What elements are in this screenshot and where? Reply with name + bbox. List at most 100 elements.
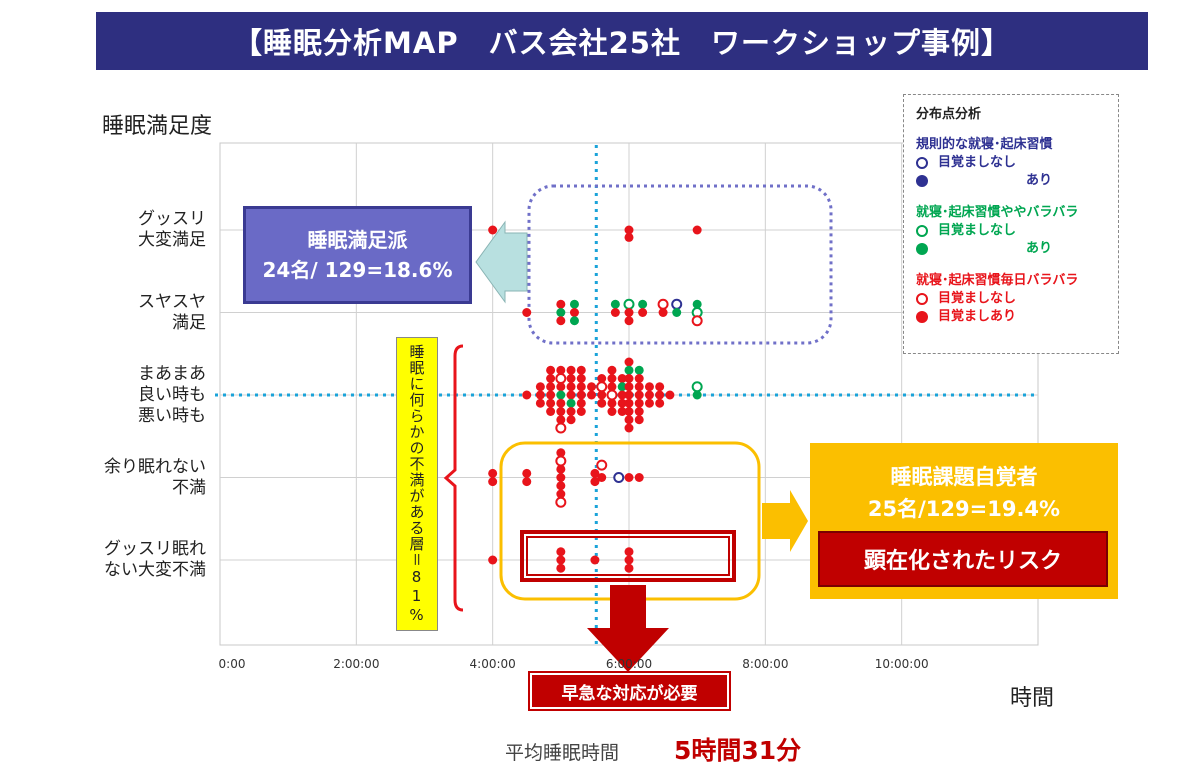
dissatisfied-bracket <box>443 344 464 612</box>
data-point-filled <box>546 398 556 408</box>
data-point-filled <box>566 398 576 408</box>
data-point-filled <box>692 390 702 400</box>
data-point-open <box>606 389 618 401</box>
legend-row: 目覚ましなし <box>938 223 1017 238</box>
data-point-filled <box>597 398 607 408</box>
data-point-filled <box>634 415 644 425</box>
data-point-filled <box>556 473 566 482</box>
x-tick-label: 8:00:00 <box>742 657 789 671</box>
data-point-filled <box>624 232 634 242</box>
arrow-down-icon <box>587 585 669 672</box>
y-category-label: グッスリ大変満足 <box>138 209 206 250</box>
data-point-filled <box>535 382 545 392</box>
data-point-filled <box>624 374 634 383</box>
data-point-filled <box>624 357 634 367</box>
data-point-filled <box>566 382 576 392</box>
data-point-filled <box>556 563 566 573</box>
legend-group-daily: 就寝･起床習慣毎日バラバラ 目覚ましなし 目覚ましあり <box>916 272 1106 326</box>
data-point-filled <box>488 225 498 235</box>
data-point-filled <box>607 407 617 416</box>
legend-group-somewhat: 就寝･起床習慣ややバラバラ 目覚ましなし あり <box>916 204 1106 258</box>
data-point-filled <box>617 407 627 416</box>
data-point-filled <box>624 547 634 557</box>
data-point-filled <box>624 382 634 392</box>
data-point-filled <box>576 398 586 408</box>
arrow-right-icon <box>762 490 808 552</box>
data-point-filled <box>597 374 607 383</box>
satisfied-title: 睡眠満足派 <box>307 228 408 252</box>
urgent-label: 早急な対応が必要 <box>528 671 731 711</box>
open-circle-icon <box>916 293 928 305</box>
data-point-open <box>691 381 703 393</box>
data-point-filled <box>617 374 627 383</box>
data-point-filled <box>488 468 498 478</box>
data-point-filled <box>634 398 644 408</box>
data-point-filled <box>556 555 566 565</box>
data-point-filled <box>556 365 566 375</box>
y-category-label: 余り眠れない不満 <box>104 456 206 498</box>
data-point-filled <box>488 555 498 565</box>
data-point-filled <box>546 390 556 400</box>
x-axis-label: 時間 <box>1010 686 1055 711</box>
data-point-filled <box>556 316 566 326</box>
data-point-filled <box>522 468 532 478</box>
data-point-filled <box>655 382 665 392</box>
average-value: 5時間31分 <box>674 736 802 765</box>
data-point-filled <box>546 365 556 375</box>
legend-row: あり <box>1026 173 1053 188</box>
y-category-label: まあまあ良い時も悪い時も <box>138 363 206 426</box>
data-point-filled <box>590 555 600 565</box>
data-point-filled <box>569 308 579 317</box>
legend-row: 目覚ましあり <box>938 309 1017 324</box>
data-point-filled <box>624 390 634 400</box>
data-point-filled <box>624 423 634 433</box>
data-point-filled <box>624 563 634 573</box>
x-tick-label: 0:00 <box>218 657 246 671</box>
chart-annotations <box>443 184 833 672</box>
data-point-filled <box>617 398 627 408</box>
page-title: 【睡眠分析MAP バス会社25社 ワークショップ事例】 <box>96 12 1148 70</box>
data-point-filled <box>556 448 566 458</box>
data-point-filled <box>634 365 644 375</box>
filled-circle-icon <box>916 243 928 255</box>
arrow-left-icon <box>475 220 528 304</box>
data-point-filled <box>617 390 627 400</box>
data-point-filled <box>624 316 634 326</box>
data-point-filled <box>617 382 627 392</box>
aware-title: 睡眠課題自覚者 <box>890 465 1038 489</box>
data-point-filled <box>556 415 566 425</box>
data-point-filled <box>658 308 668 317</box>
data-point-filled <box>634 407 644 416</box>
legend-group-title: 就寝･起床習慣毎日バラバラ <box>916 273 1079 288</box>
data-point-filled <box>522 308 532 317</box>
x-tick-label: 2:00:00 <box>333 657 380 671</box>
data-point-filled <box>590 477 600 487</box>
data-point-filled <box>597 390 607 400</box>
data-point-filled <box>566 374 576 383</box>
data-point-filled <box>569 299 579 309</box>
risk-group-inner-outline <box>526 536 730 576</box>
data-point-filled <box>624 398 634 408</box>
data-point-filled <box>607 374 617 383</box>
risk-label: 顕在化されたリスク <box>818 531 1108 587</box>
data-point-open <box>623 298 635 310</box>
legend-row: 目覚ましなし <box>938 291 1017 306</box>
data-point-filled <box>576 407 586 416</box>
data-point-filled <box>566 415 576 425</box>
data-point-filled <box>556 382 566 392</box>
chart-points <box>419 225 703 573</box>
y-category-label: グッスリ眠れない大変不満 <box>104 539 206 580</box>
x-tick-label: 6:00:00 <box>605 657 653 671</box>
data-point-filled <box>624 415 634 425</box>
risk-group-outline <box>520 530 736 582</box>
data-point-open <box>596 459 608 471</box>
data-point-filled <box>556 398 566 408</box>
legend-row: あり <box>1026 241 1053 256</box>
open-circle-icon <box>916 225 928 237</box>
x-tick-label: 4:00:00 <box>469 657 516 671</box>
data-point-filled <box>607 398 617 408</box>
data-point-open <box>596 381 608 393</box>
data-point-filled <box>535 390 545 400</box>
data-point-filled <box>624 225 634 235</box>
data-point-filled <box>655 398 665 408</box>
